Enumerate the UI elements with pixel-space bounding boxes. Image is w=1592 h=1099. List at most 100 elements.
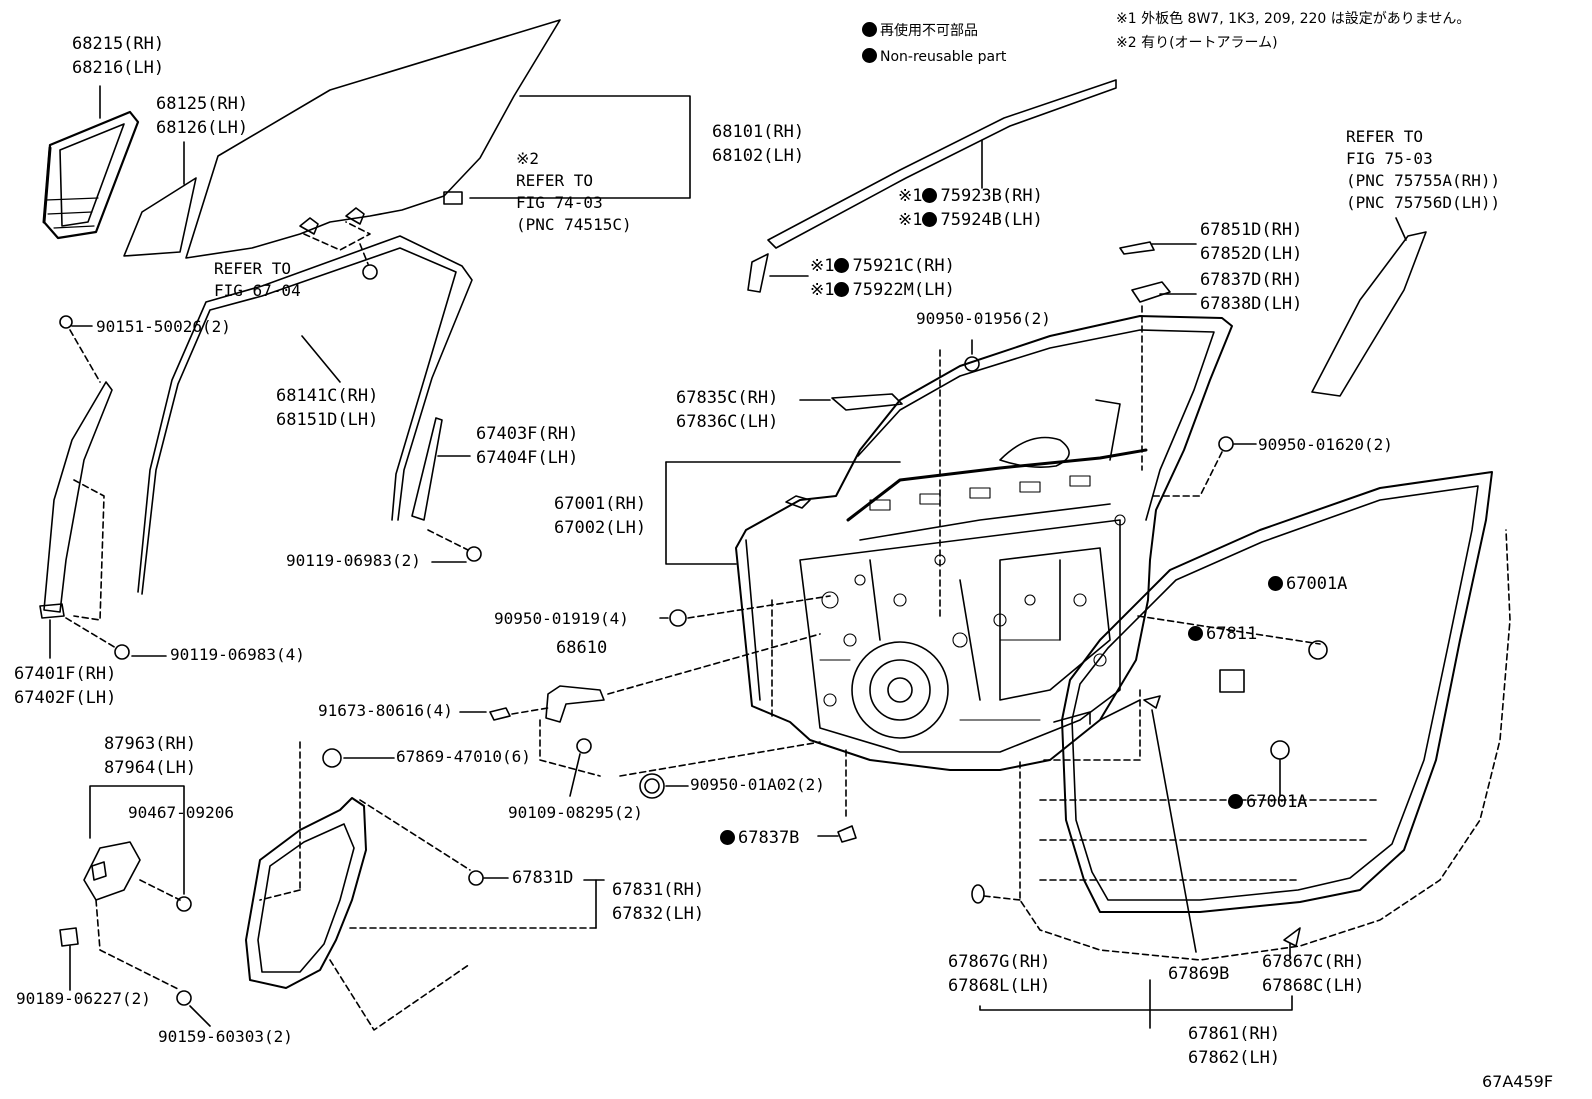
label-67861: 67861(RH) 67862(LH) (1188, 1022, 1280, 1070)
label-67811: 67811 (1188, 622, 1257, 646)
label-90950-01620: 90950-01620(2) (1258, 435, 1393, 454)
note-mark: ※1 (810, 256, 835, 276)
label-90109: 90109-08295(2) (508, 803, 643, 822)
part-number: 67851D(RH) (1200, 220, 1303, 240)
door-check-arm (545, 685, 605, 723)
label-67867G: 67867G(RH) 67868L(LH) (948, 950, 1050, 998)
part-number: 67402F(LH) (14, 688, 117, 708)
label-90119-b: 90119-06983(4) (170, 645, 305, 664)
part-number: 75923B(RH) (940, 186, 1043, 206)
outer-belt-moulding (767, 79, 1117, 249)
legend-en-text: Non-reusable part (880, 49, 1007, 65)
label-67001A-lower: 67001A (1228, 790, 1307, 814)
door-pad (1219, 669, 1245, 693)
label-90159: 90159-60303(2) (158, 1027, 293, 1046)
refer-text: FIG 75-03 (1346, 149, 1433, 168)
part-number: 67811 (1206, 624, 1258, 644)
label-68215: 68215(RH) 68216(LH) (72, 32, 164, 80)
label-67851: 67851D(RH) 67852D(LH) (1200, 218, 1302, 266)
note-mark: ※1 (898, 186, 923, 206)
refer-text: FIG 74-03 (516, 193, 603, 212)
part-number: 68215(RH) (72, 34, 165, 54)
label-68610: 68610 (556, 638, 608, 658)
part-number: 67868L(LH) (948, 976, 1051, 996)
part-number: 67001A (1246, 792, 1308, 812)
part-number: 67867G(RH) (948, 952, 1051, 972)
refer-75-03: REFER TO FIG 75-03 (PNC 75755A(RH)) (PNC… (1346, 126, 1500, 214)
illustration-code: 67A459F (1482, 1072, 1554, 1091)
label-67403: 67403F(RH) 67404F(LH) (476, 422, 578, 470)
service-hole-cover (245, 797, 367, 989)
non-reusable-dot-icon (1268, 576, 1283, 591)
part-number: 75922M(LH) (852, 280, 955, 300)
part-number: 67404F(LH) (476, 448, 579, 468)
label-67837B: 67837B (720, 826, 799, 850)
part-number: 67001A (1286, 574, 1348, 594)
part-number: 75921C(RH) (852, 256, 955, 276)
part-number: 68141C(RH) (276, 386, 379, 406)
label-67831: 67831(RH) 67832(LH) (612, 878, 704, 926)
label-67831D: 67831D (512, 868, 574, 888)
non-reusable-dot-icon (720, 830, 735, 845)
label-90950-01A02: 90950-01A02(2) (690, 775, 825, 794)
part-number: 67861(RH) (1188, 1024, 1281, 1044)
note-mark: ※2 (516, 149, 540, 168)
refer-74-03: ※2 REFER TO FIG 74-03 (PNC 74515C) (516, 148, 632, 236)
label-67001A-upper: 67001A (1268, 572, 1347, 596)
label-87963: 87963(RH) 87964(LH) (104, 732, 196, 780)
label-67401: 67401F(RH) 67402F(LH) (14, 662, 116, 710)
note-mark: ※1 (810, 280, 835, 300)
label-68101: 68101(RH) 68102(LH) (712, 120, 804, 168)
note-1: ※1 外板色 8W7, 1K3, 209, 220 は設定がありません。 (1116, 11, 1471, 27)
refer-text: REFER TO (214, 259, 292, 278)
non-reusable-dot-icon (862, 22, 877, 37)
part-number: 67835C(RH) (676, 388, 779, 408)
refer-text: (PNC 74515C) (516, 215, 632, 234)
label-68125: 68125(RH) 68126(LH) (156, 92, 248, 140)
part-number: 67867C(RH) (1262, 952, 1365, 972)
label-91673: 91673-80616(4) (318, 701, 453, 720)
glass-run (137, 235, 473, 593)
label-67869-47010: 67869-47010(6) (396, 747, 531, 766)
part-number: 87963(RH) (104, 734, 197, 754)
non-reusable-dot-icon (834, 282, 850, 297)
label-90151: 90151-50026(2) (96, 317, 231, 336)
part-number: 68101(RH) (712, 122, 805, 142)
part-number: 67836C(LH) (676, 412, 779, 432)
part-number: 67837B (738, 828, 800, 848)
part-number: 75924B(LH) (940, 210, 1043, 230)
door-panel (735, 315, 1233, 771)
label-67867C: 67867C(RH) 67868C(LH) (1262, 950, 1364, 998)
part-number: 68126(LH) (156, 118, 249, 138)
legend-jp-text: 再使用不可部品 (880, 23, 978, 39)
non-reusable-dot-icon (862, 48, 877, 63)
quarter-glass (123, 177, 197, 257)
note-2: ※2 有り(オートアラーム) (1116, 35, 1278, 51)
label-90950-01956: 90950-01956(2) (916, 309, 1051, 328)
label-90119-a: 90119-06983(2) (286, 551, 421, 570)
label-90950-01919: 90950-01919(4) (494, 609, 629, 628)
door-weatherstrip (1061, 471, 1493, 913)
label-67837D: 67837D(RH) 67838D(LH) (1200, 268, 1302, 316)
front-division-bar (43, 381, 113, 613)
part-number: 67832(LH) (612, 904, 705, 924)
refer-text: (PNC 75756D(LH)) (1346, 193, 1501, 212)
label-67835: 67835C(RH) 67836C(LH) (676, 386, 778, 434)
label-90189: 90189-06227(2) (16, 989, 151, 1008)
quarter-window-frame (42, 110, 140, 240)
refer-67-04: REFER TO FIG 67-04 (214, 258, 301, 302)
label-68141: 68141C(RH) 68151D(LH) (276, 384, 378, 432)
legend-en: Non-reusable part (862, 46, 1006, 68)
legend-jp: 再使用不可部品 (862, 20, 978, 42)
label-90467: 90467-09206 (128, 803, 234, 822)
door-frame-garnish (1311, 231, 1427, 397)
label-67869B: 67869B (1168, 964, 1230, 984)
part-number: 67001(RH) (554, 494, 647, 514)
label-75921: ※1 75921C(RH) ※1 75922M(LH) (810, 254, 955, 302)
part-number: 68216(LH) (72, 58, 165, 78)
part-number: 67838D(LH) (1200, 294, 1303, 314)
part-number: 67862(LH) (1188, 1048, 1281, 1068)
